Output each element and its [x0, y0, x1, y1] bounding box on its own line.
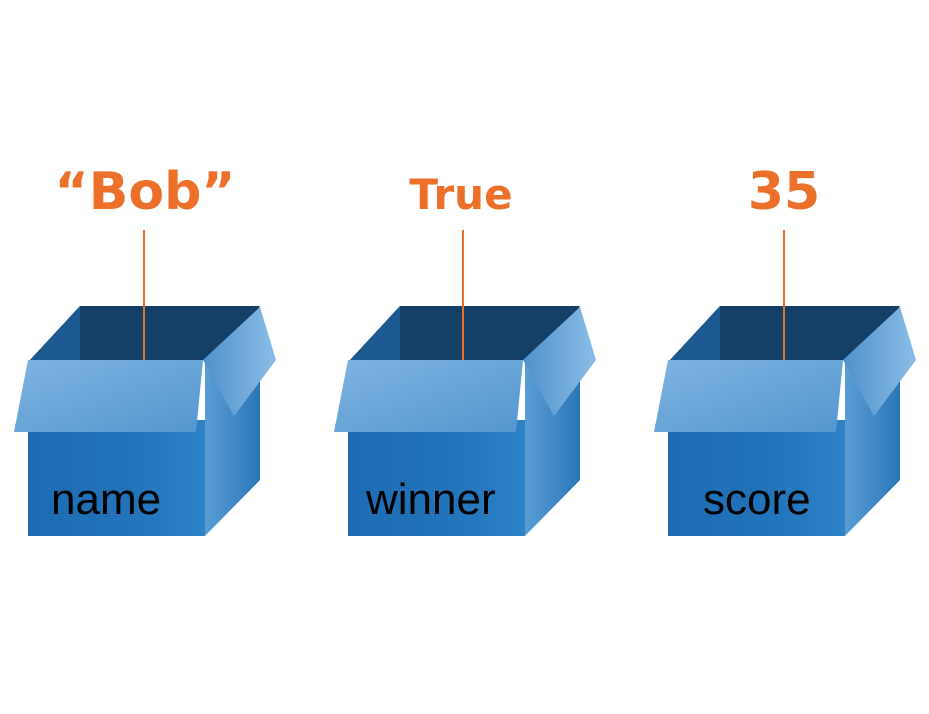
value-label-score: 35: [747, 162, 821, 222]
box-inside-side: [350, 306, 400, 360]
variable-name-label: score: [703, 475, 811, 524]
box-inside-side: [30, 306, 80, 360]
box-side-flap: [203, 307, 276, 416]
box-front: [668, 420, 845, 536]
value-label-winner: True: [409, 170, 513, 219]
box-front-flap: [654, 360, 843, 432]
box-score: [654, 230, 916, 536]
box-side-flap: [523, 307, 596, 416]
value-label-name: “Bob”: [54, 162, 236, 222]
box-front-flap: [14, 360, 203, 432]
variable-name-label: name: [51, 475, 162, 524]
box-front-flap: [334, 360, 523, 432]
box-side-flap: [843, 307, 916, 416]
variable-name-label: winner: [366, 475, 496, 524]
box-inside-back: [350, 306, 580, 360]
box-front: [348, 420, 525, 536]
box-inside-side: [670, 306, 720, 360]
box-front: [28, 420, 205, 536]
box-name: [14, 230, 276, 536]
box-winner: [334, 230, 596, 536]
